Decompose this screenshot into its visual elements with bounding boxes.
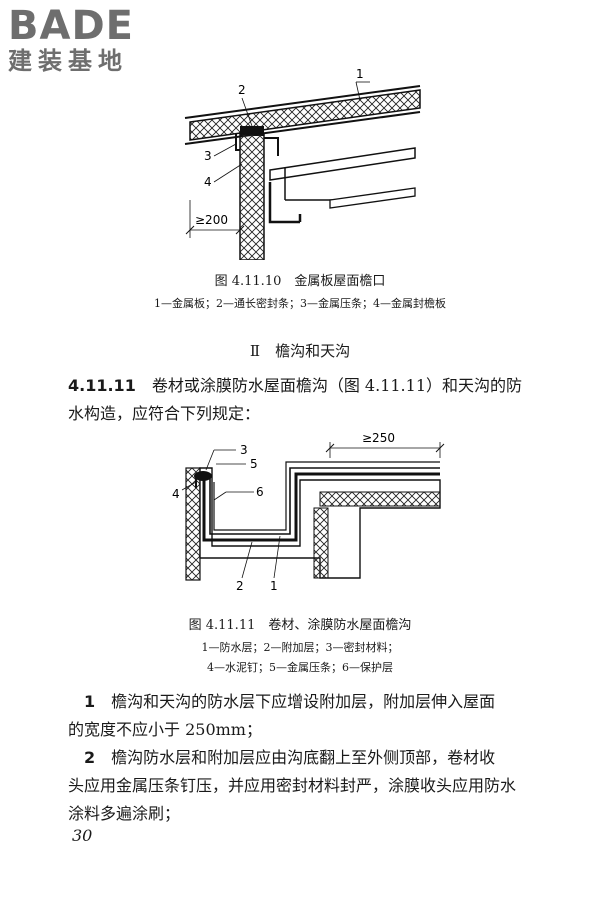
figure2-caption: 图 4.11.11 卷材、涂膜防水屋面檐沟 1—防水层；2—附加层；3—密封材料…: [0, 614, 600, 675]
sealing-strip: [240, 126, 264, 136]
clause-text-line1: 卷材或涂膜防水屋面檐沟（图 4.11.11）和天沟的防: [151, 376, 523, 395]
item-2-line1: 檐沟防水层和附加层应由沟底翻上至外侧顶部，卷材收: [111, 748, 496, 767]
item-2-line2: 头应用金属压条钉压，并应用密封材料封严，涂膜收头应用防水: [68, 776, 517, 795]
page-number: 30: [72, 826, 93, 845]
label-4: 4: [172, 487, 180, 501]
figure2-title: 图 4.11.11 卷材、涂膜防水屋面檐沟: [188, 618, 412, 633]
figure2-legend-line2: 4—水泥钉；5—金属压条；6—保护层: [207, 661, 393, 674]
label-3: 3: [240, 443, 248, 457]
logo-subtitle: 建装基地: [8, 47, 128, 75]
label-1: 1: [356, 67, 364, 81]
gutter-drawing: ≥250 3 5 4 6 2 1: [172, 431, 445, 593]
item-1-line1: 檐沟和天沟的防水层下应增设附加层，附加层伸入屋面: [111, 692, 496, 711]
item-1-line2: 的宽度不应小于 250mm；: [68, 720, 262, 739]
dimension-label-250: ≥250: [362, 431, 395, 445]
label-4: 4: [204, 175, 212, 189]
dimension-label-200: ≥200: [195, 213, 228, 227]
metal-fascia-board: [239, 133, 265, 260]
item-2-line3: 涂料多遍涂刷；: [68, 804, 181, 823]
clause-4-11-11: 4.11.11 卷材或涂膜防水屋面檐沟（图 4.11.11）和天沟的防 水构造，…: [68, 372, 546, 428]
label-2: 2: [236, 579, 244, 593]
clause-text-line2: 水构造，应符合下列规定：: [68, 404, 261, 423]
clause-number: 4.11.11: [68, 376, 136, 395]
figure2-legend-line1: 1—防水层；2—附加层；3—密封材料；: [201, 641, 399, 654]
item-2: 2 檐沟防水层和附加层应由沟底翻上至外侧顶部，卷材收 头应用金属压条钉压，并应用…: [68, 744, 546, 828]
metal-roof-panel: [189, 89, 421, 141]
item-2-number: 2: [84, 748, 96, 767]
section-heading: Ⅱ 檐沟和天沟: [249, 342, 351, 360]
figure-gutter: ≥250 3 5 4 6 2 1: [0, 428, 600, 598]
figure-metal-roof-eave: ≥200 1 2 3 4: [0, 60, 600, 260]
label-3: 3: [204, 149, 212, 163]
figure1-title: 图 4.11.10 金属板屋面檐口: [214, 274, 386, 289]
label-2: 2: [238, 83, 246, 97]
label-1: 1: [270, 579, 278, 593]
item-1-number: 1: [84, 692, 96, 711]
brand-logo: BADE 建装基地: [8, 4, 178, 76]
eave-drawing: ≥200 1 2 3 4: [184, 67, 421, 260]
label-6: 6: [256, 485, 264, 499]
figure1-caption: 图 4.11.10 金属板屋面檐口 1—金属板；2—通长密封条；3—金属压条；4…: [0, 270, 600, 311]
label-5: 5: [250, 457, 258, 471]
sealant: [194, 471, 212, 481]
logo-wordmark: BADE: [8, 3, 134, 49]
figure1-legend: 1—金属板；2—通长密封条；3—金属压条；4—金属封檐板: [154, 297, 446, 310]
item-1: 1 檐沟和天沟的防水层下应增设附加层，附加层伸入屋面 的宽度不应小于 250mm…: [68, 688, 546, 744]
